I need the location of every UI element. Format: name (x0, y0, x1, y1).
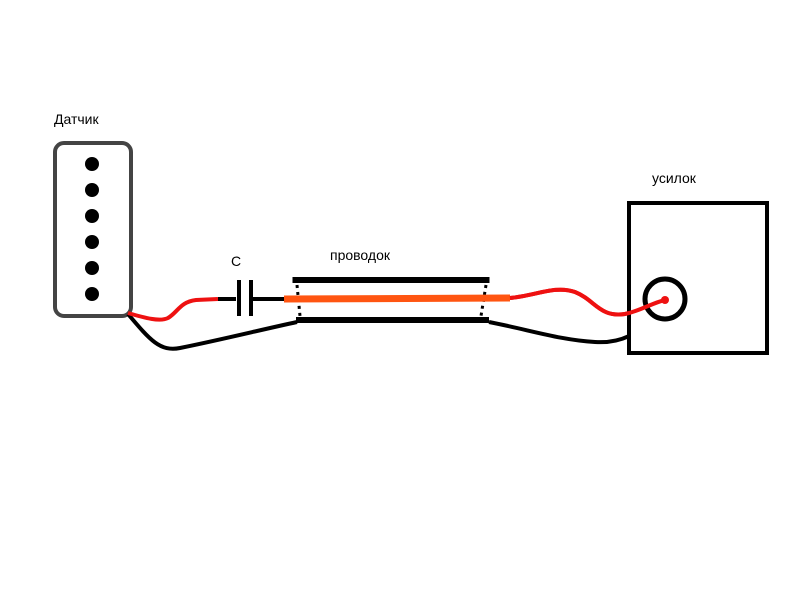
ground-wire-left (126, 312, 298, 351)
capacitor-label: C (231, 253, 241, 269)
cable-core (283, 294, 511, 303)
input-jack (642, 276, 688, 322)
pole-piece (85, 157, 99, 171)
cable-label: проводок (330, 247, 391, 263)
pole-piece (85, 235, 99, 249)
pole-piece (85, 287, 99, 301)
amplifier-outline (627, 201, 769, 355)
pole-piece (85, 183, 99, 197)
pickup-label: Датчик (54, 111, 99, 127)
pickup-body (53, 141, 133, 318)
amplifier-body (627, 201, 769, 355)
signal-wire-right-overlay (509, 287, 666, 317)
signal-wire-left (127, 297, 219, 322)
pickup-poles (85, 157, 99, 301)
amplifier-label: усилок (652, 170, 697, 186)
jack-tip-contact (661, 296, 669, 304)
pole-piece (85, 209, 99, 223)
pole-piece (85, 261, 99, 275)
